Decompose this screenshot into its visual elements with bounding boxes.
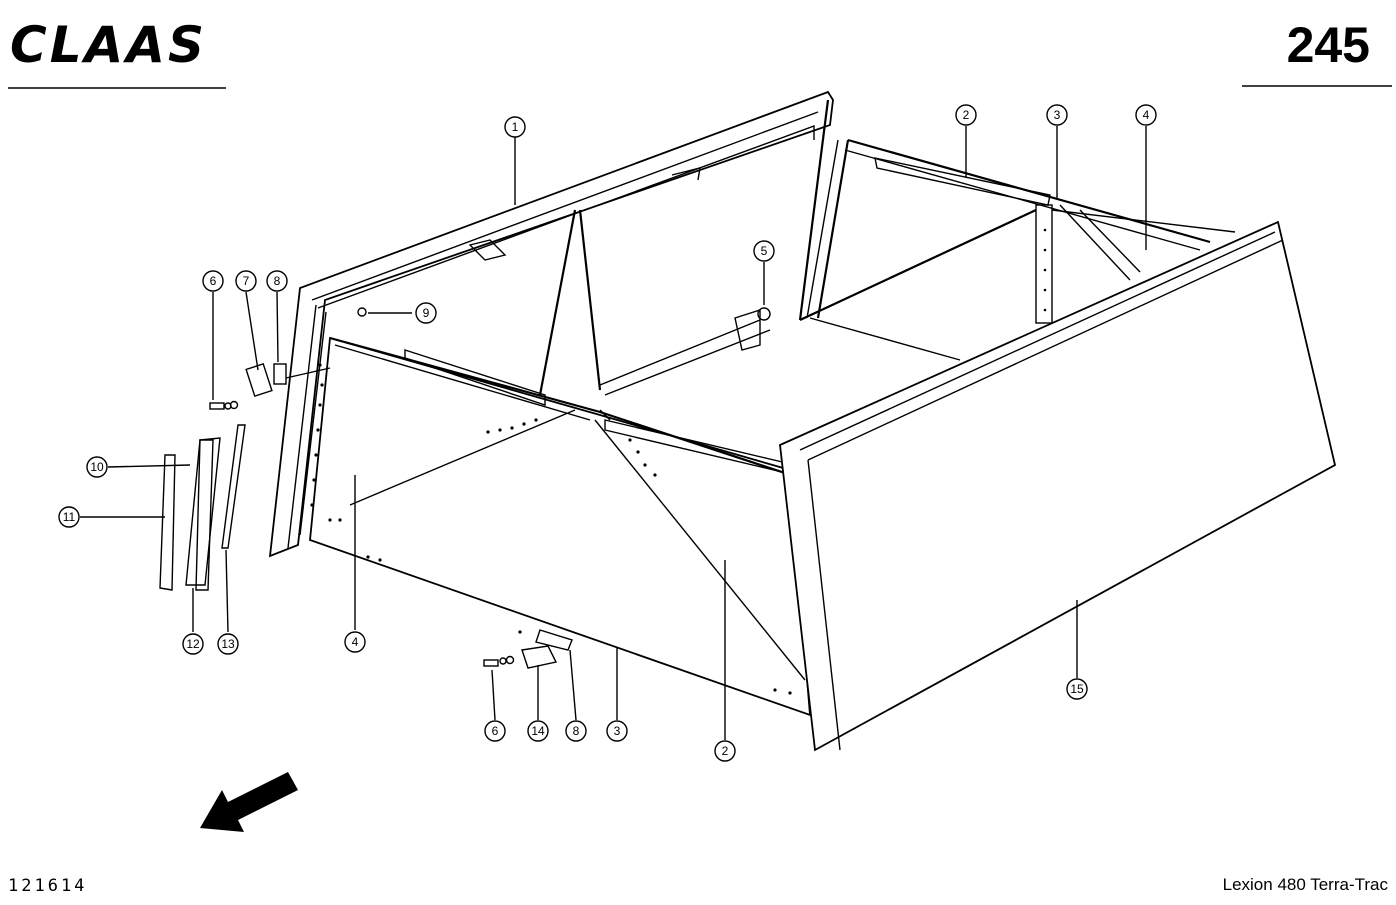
callout-circle-2 xyxy=(714,740,736,762)
callout-circle-10 xyxy=(86,456,108,478)
callout-label-3: 3 xyxy=(614,724,621,738)
callout-label-2: 2 xyxy=(722,744,729,758)
callout-label-4: 4 xyxy=(1143,108,1150,122)
callout-circle-12 xyxy=(182,633,204,655)
callout-circle-1 xyxy=(504,116,526,138)
callout-label-8: 8 xyxy=(274,274,281,288)
callout-circle-8 xyxy=(565,720,587,742)
callout-label-8: 8 xyxy=(573,724,580,738)
callout-label-14: 14 xyxy=(531,724,545,738)
hinge-hardware-left xyxy=(159,363,331,591)
drawing-code: 121614 xyxy=(8,876,87,896)
callouts xyxy=(80,126,1147,740)
callout-circle-3 xyxy=(606,720,628,742)
rivet-holes xyxy=(310,228,1047,695)
callout-circle-6 xyxy=(484,720,506,742)
claas-logo: CLAAS xyxy=(10,16,207,74)
callout-circle-2 xyxy=(955,104,977,126)
right-side-panel xyxy=(779,220,1337,752)
model-name: Lexion 480 Terra-Trac xyxy=(1223,875,1389,894)
front-frame xyxy=(268,90,834,558)
hinge-hardware-bottom xyxy=(483,629,573,669)
callout-label-4: 4 xyxy=(352,635,359,649)
callout-circle-13 xyxy=(217,633,239,655)
callout-circle-7 xyxy=(235,270,257,292)
callout-circle-14 xyxy=(527,720,549,742)
callout-label-1: 1 xyxy=(512,120,519,134)
callout-circle-6 xyxy=(202,270,224,292)
callout-label-6: 6 xyxy=(492,724,499,738)
tank-extension-drawing xyxy=(159,90,1337,752)
callout-circle-5 xyxy=(753,240,775,262)
callout-circle-4 xyxy=(1135,104,1157,126)
callout-label-2: 2 xyxy=(963,108,970,122)
callout-label-7: 7 xyxy=(243,274,250,288)
callout-label-12: 12 xyxy=(186,637,200,651)
callout-label-3: 3 xyxy=(1054,108,1061,122)
callout-label-15: 15 xyxy=(1070,682,1084,696)
page-number: 245 xyxy=(1287,17,1370,73)
callout-label-13: 13 xyxy=(221,637,235,651)
callout-circle-3 xyxy=(1046,104,1068,126)
callout-circle-9 xyxy=(415,302,437,324)
callout-label-6: 6 xyxy=(210,274,217,288)
direction-arrow-icon xyxy=(200,772,298,832)
callout-label-9: 9 xyxy=(423,306,430,320)
left-side-panel xyxy=(309,336,812,717)
callout-circle-11 xyxy=(58,506,80,528)
callout-label-10: 10 xyxy=(90,460,104,474)
callout-circle-4 xyxy=(344,631,366,653)
callout-circle-15 xyxy=(1066,678,1088,700)
callout-circle-8 xyxy=(266,270,288,292)
callout-label-5: 5 xyxy=(761,244,768,258)
callout-label-11: 11 xyxy=(63,510,76,524)
